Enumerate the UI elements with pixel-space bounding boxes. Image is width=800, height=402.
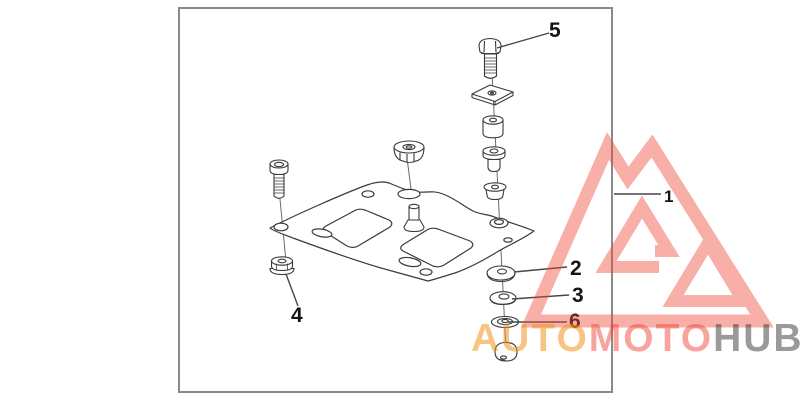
square-nut-plate: [471, 84, 514, 106]
part-number-4: 4: [291, 304, 303, 327]
dome-cap-nut: [494, 341, 518, 362]
leader-line-4: [285, 273, 299, 307]
leader-line-2: [513, 266, 568, 273]
plate-slot: [311, 228, 333, 238]
leader-line-3: [511, 294, 570, 300]
washer-large: [486, 265, 516, 283]
plate-hole: [361, 190, 375, 198]
washer-flat: [490, 315, 520, 329]
callout-leader-lines: [285, 32, 661, 323]
leader-line-5: [496, 32, 550, 49]
part-number-2: 2: [570, 257, 582, 280]
plate-hole-inner: [493, 219, 505, 226]
shouldered-bushing: [482, 146, 506, 173]
plate-hole: [419, 268, 433, 276]
washer-medium: [489, 291, 517, 306]
plate-slot: [397, 188, 421, 200]
socket-head-bolt: [269, 159, 289, 199]
cylindrical-spacer: [482, 115, 504, 139]
plate-slot: [398, 256, 422, 268]
plate-hole: [503, 237, 513, 243]
part-number-5: 5: [549, 19, 561, 42]
rubber-grommet: [483, 182, 507, 201]
part-number-1: 1: [664, 187, 674, 206]
part-number-3: 3: [572, 284, 584, 307]
flange-nut: [269, 256, 295, 276]
plate-stud-bolt: [403, 203, 425, 233]
mounting-plate: [269, 181, 535, 282]
part-number-6: 6: [569, 310, 581, 333]
knurled-knob-nut: [393, 140, 425, 164]
hex-bolt: [478, 37, 502, 79]
plate-hole: [273, 222, 289, 232]
plate-cutout-right: [400, 227, 474, 268]
